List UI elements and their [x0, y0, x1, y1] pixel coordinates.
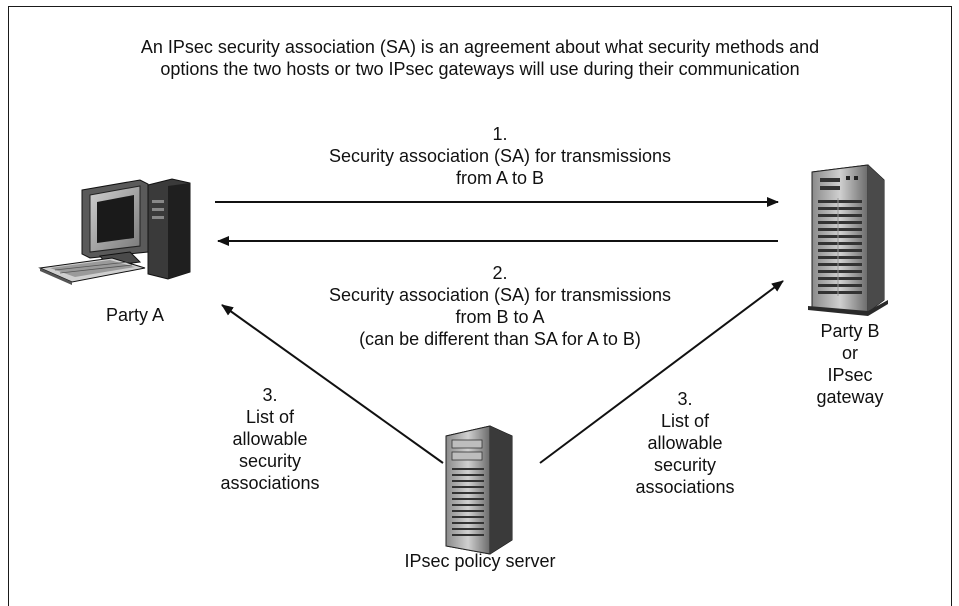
- right-list-line-1: List of: [660, 411, 710, 431]
- desktop-computer-icon: [38, 178, 191, 285]
- arrow-2-label: 2. Security association (SA) for transmi…: [240, 262, 760, 350]
- right-list-line-4: associations: [635, 477, 735, 497]
- intro-text: An IPsec security association (SA) is an…: [20, 36, 940, 80]
- arrow-1-number: 1.: [492, 124, 508, 144]
- arrow-2-line-3: (can be different than SA for A to B): [359, 329, 641, 349]
- arrow-server-to-party-a: [221, 304, 444, 464]
- diagram-frame: [8, 6, 952, 606]
- intro-line-1: An IPsec security association (SA) is an…: [140, 37, 820, 57]
- arrow-2-number: 2.: [492, 263, 508, 283]
- arrow-1-line-2: from A to B: [455, 168, 545, 188]
- left-list-number: 3.: [262, 385, 278, 405]
- server-icon: [445, 425, 513, 555]
- left-list-line-3: security: [238, 451, 301, 471]
- left-list-label: 3. List of allowable security associatio…: [200, 384, 340, 494]
- policy-server-label: IPsec policy server: [404, 551, 556, 571]
- left-list-line-4: associations: [220, 473, 320, 493]
- tower-server-icon: [808, 164, 888, 316]
- arrow-2-line-1: Security association (SA) for transmissi…: [328, 285, 672, 305]
- left-list-line-2: allowable: [232, 429, 308, 449]
- right-list-line-2: allowable: [647, 433, 723, 453]
- party-a-label: Party A: [105, 305, 165, 325]
- right-list-line-3: security: [653, 455, 716, 475]
- arrow-2-line-2: from B to A: [455, 307, 545, 327]
- party-b-line-2: or: [841, 343, 858, 363]
- party-b-line-4: gateway: [816, 387, 884, 407]
- right-list-label: 3. List of allowable security associatio…: [615, 388, 755, 498]
- right-list-number: 3.: [677, 389, 693, 409]
- arrow-server-to-party-b: [539, 280, 784, 464]
- arrow-1-line-1: Security association (SA) for transmissi…: [328, 146, 672, 166]
- arrow-1-label: 1. Security association (SA) for transmi…: [240, 123, 760, 189]
- party-b-label: Party B or IPsec gateway: [790, 320, 910, 408]
- party-b-line-3: IPsec: [827, 365, 873, 385]
- party-b-line-1: Party B: [820, 321, 880, 341]
- left-list-line-1: List of: [245, 407, 295, 427]
- intro-line-2: options the two hosts or two IPsec gatew…: [160, 59, 800, 79]
